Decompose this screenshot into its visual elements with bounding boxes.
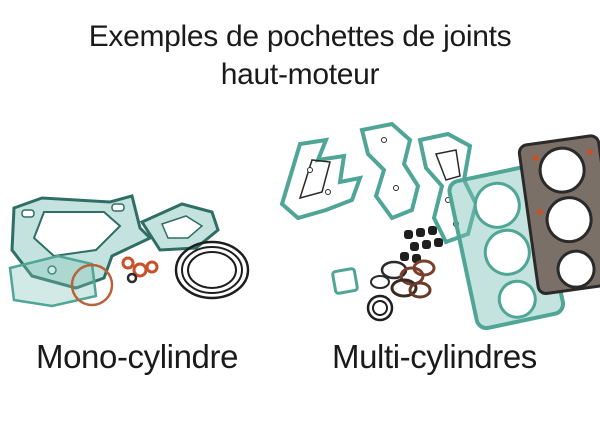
mono-black-oring	[174, 240, 250, 300]
multi-valve-seals	[400, 226, 443, 263]
mono-exhaust-gasket	[8, 254, 98, 308]
title-line-1: Exemples de pochettes de joints	[88, 20, 512, 53]
title-line-2: haut-moteur	[220, 58, 380, 91]
multi-cover-gasket-2	[359, 121, 421, 221]
mono-cylinder-kit	[8, 194, 250, 308]
gasket-kits-photo	[8, 121, 600, 331]
multi-small-gasket	[331, 267, 359, 295]
mono-cylinder-label: Mono-cylindre	[36, 338, 239, 375]
page-title: Exemples de pochettes de joints haut-mot…	[0, 18, 600, 94]
multi-head-gasket	[517, 134, 600, 295]
multi-cylinder-kit	[279, 121, 600, 331]
multi-black-washer	[366, 294, 394, 322]
multi-cover-gasket-1	[279, 137, 364, 221]
multi-oring-pile	[370, 259, 436, 299]
mono-copper-ring	[70, 263, 114, 307]
multi-cylinder-label: Multi-cylindres	[332, 338, 537, 375]
